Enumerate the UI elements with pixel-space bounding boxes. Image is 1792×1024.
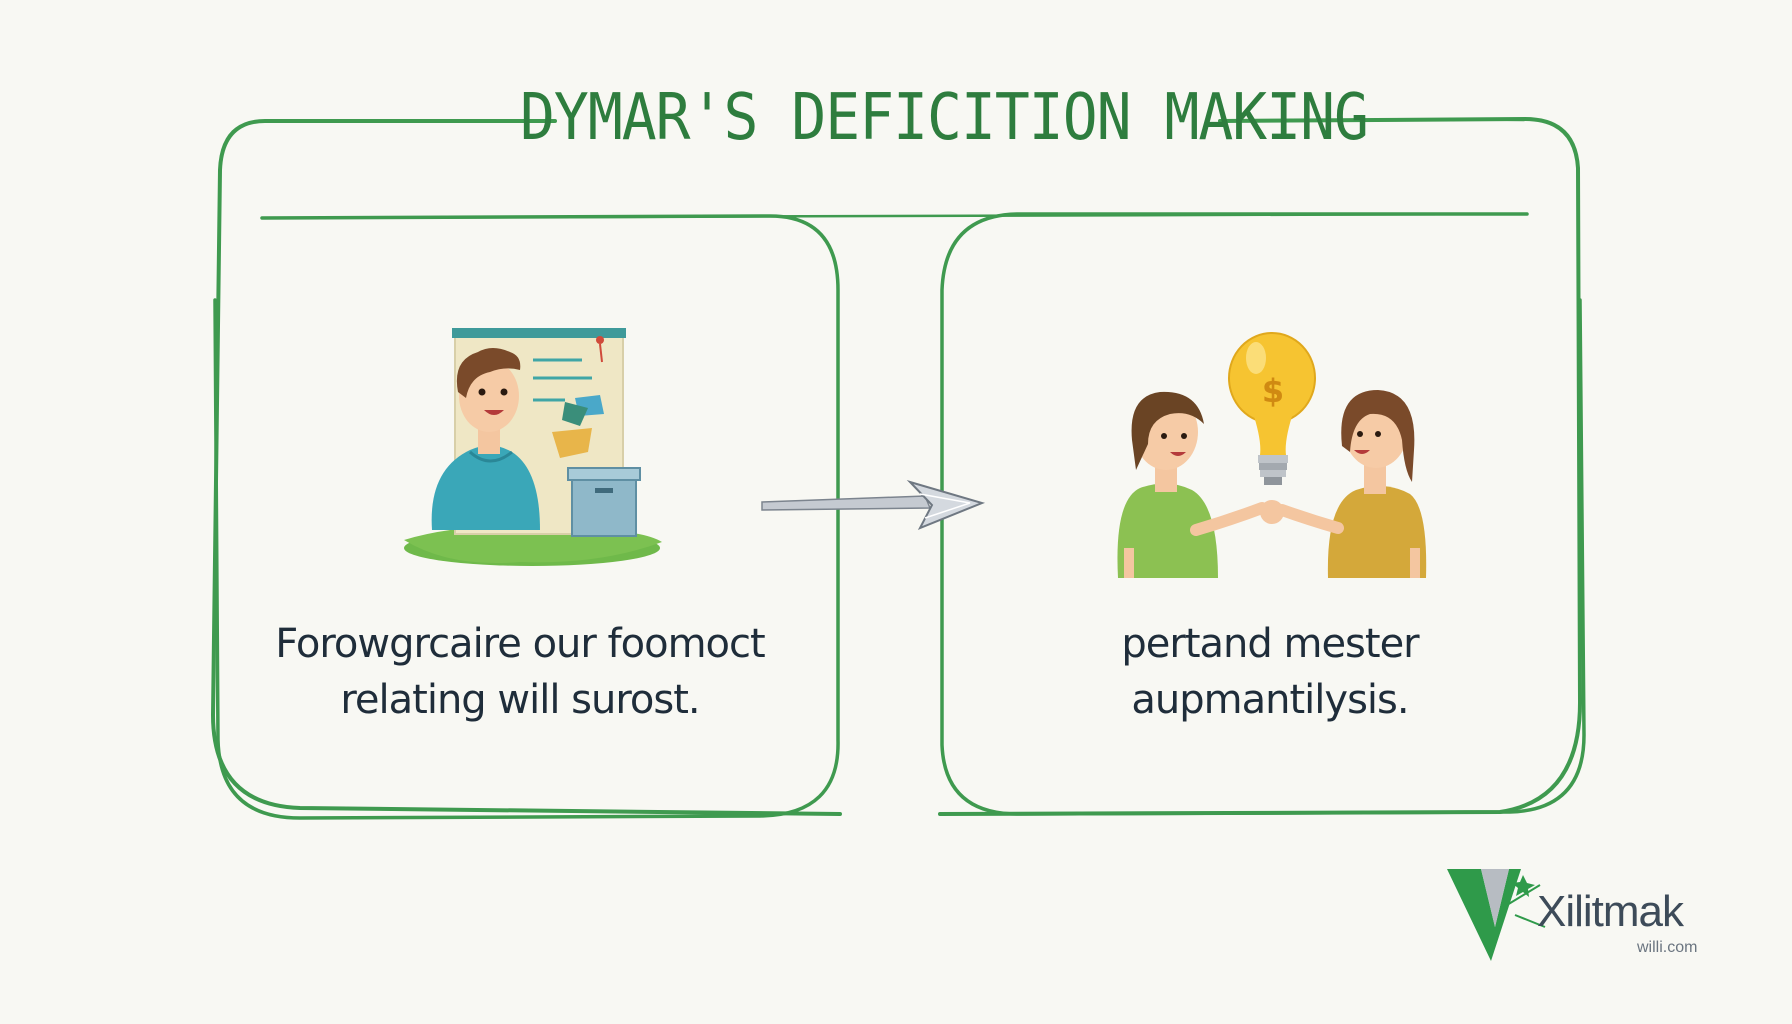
dollar-sign-icon: $: [1261, 372, 1285, 410]
left-caption-line2: relating will surost.: [340, 677, 700, 723]
outer-frame: [210, 119, 842, 816]
left-panel-caption: Forowgrcaire our foomoct relating will s…: [240, 616, 800, 728]
arrow-right-icon: [761, 479, 986, 530]
left-caption-line1: Forowgrcaire our foomoct: [275, 621, 765, 667]
outer-frame-right: [938, 116, 1583, 816]
diagram-title: DYMAR'S DEFICITION MAKING: [520, 79, 1369, 155]
left-panel-frame: [213, 214, 840, 820]
brand-logo: Xilitmak willi.com: [1445, 865, 1745, 965]
right-panel-caption: pertand mester aupmantilysis.: [1040, 616, 1500, 728]
logo-subtitle: willi.com: [1637, 939, 1698, 956]
right-panel-frame: [940, 212, 1586, 816]
right-caption-line1: pertand mester: [1121, 621, 1419, 667]
person-at-board-illustration: [404, 328, 662, 566]
logo-name: Xilitmak: [1537, 887, 1684, 936]
two-people-lightbulb-illustration: [1117, 332, 1427, 578]
v-logo-icon: [1447, 869, 1546, 961]
right-caption-line2: aupmantilysis.: [1131, 677, 1409, 723]
